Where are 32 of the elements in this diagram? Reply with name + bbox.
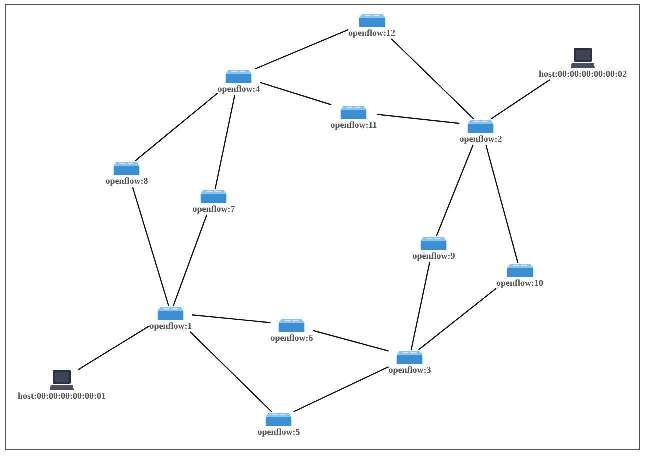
node-label: openflow:10 bbox=[496, 278, 544, 289]
link-line bbox=[190, 332, 272, 412]
link-line bbox=[491, 80, 550, 120]
link-line bbox=[132, 186, 170, 306]
link-line bbox=[418, 288, 497, 350]
node-label: openflow:11 bbox=[330, 120, 378, 131]
link-line bbox=[173, 214, 208, 306]
link-line bbox=[255, 29, 349, 70]
node-label: openflow:5 bbox=[258, 427, 300, 438]
link-line bbox=[294, 366, 389, 413]
node-label: openflow:1 bbox=[150, 321, 192, 332]
node-label: openflow:6 bbox=[270, 333, 314, 344]
link-line bbox=[410, 262, 431, 350]
node-label: host:00:00:00:00:00:01 bbox=[18, 391, 106, 402]
node-label: openflow:8 bbox=[106, 176, 148, 187]
link-line bbox=[391, 38, 474, 120]
link-line bbox=[377, 114, 460, 124]
node-label: host:00:00:00:00:00:02 bbox=[539, 69, 627, 80]
link-line bbox=[135, 93, 218, 162]
node-label: openflow:3 bbox=[388, 365, 432, 376]
node-label: openflow:9 bbox=[412, 251, 456, 262]
node-label: openflow:7 bbox=[192, 204, 236, 215]
link-line bbox=[436, 144, 474, 236]
node-label: openflow:12 bbox=[348, 28, 396, 39]
link-line bbox=[486, 144, 519, 264]
node-label: openflow:2 bbox=[460, 134, 502, 145]
node-label: openflow:4 bbox=[218, 84, 260, 95]
link-line bbox=[313, 330, 389, 352]
link-line bbox=[192, 314, 271, 324]
link-line bbox=[214, 94, 236, 190]
link-line bbox=[78, 326, 150, 371]
link-line bbox=[260, 82, 332, 106]
